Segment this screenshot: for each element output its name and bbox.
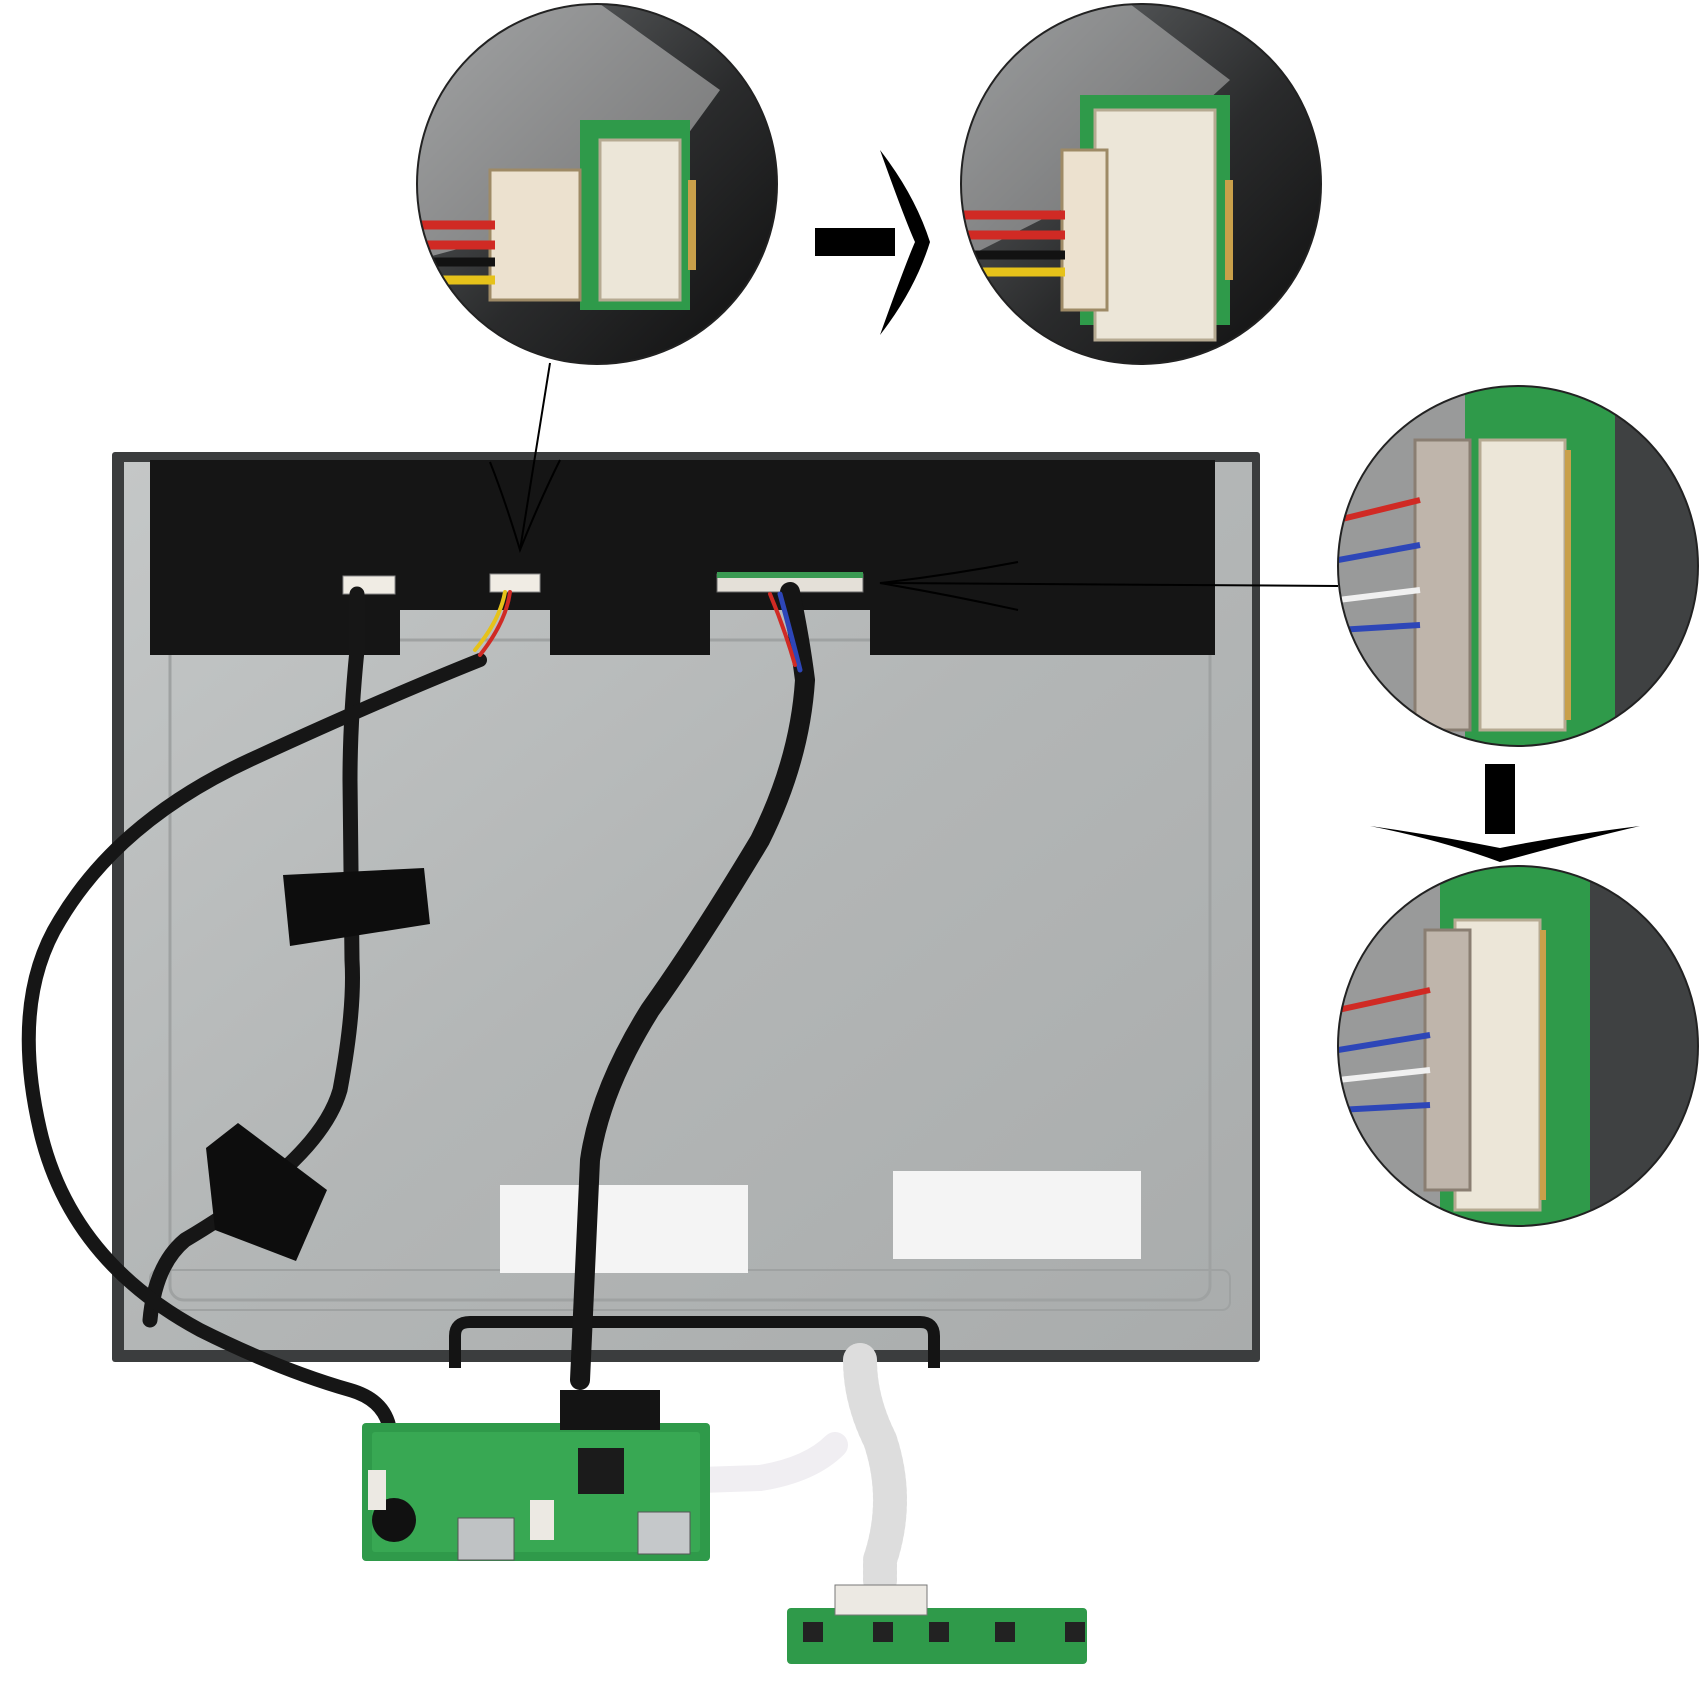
zoom-circle-lvds-before xyxy=(1337,385,1699,747)
zoom-circle-backlight-before xyxy=(416,3,778,365)
driver-board xyxy=(362,1390,710,1561)
arrow-icon xyxy=(489,362,1339,611)
cables xyxy=(21,582,907,1597)
keypad-board xyxy=(787,1584,1087,1664)
tape-pieces xyxy=(206,868,430,1261)
panel-label-left xyxy=(500,1185,748,1273)
zoom-circle-backlight-after xyxy=(960,3,1322,365)
zoom-circle-lvds-after xyxy=(1337,865,1699,1227)
backlight-connector xyxy=(489,573,541,593)
black-film xyxy=(150,460,1215,655)
arrow-right-icon xyxy=(815,150,930,335)
arrow-down-icon xyxy=(1370,764,1640,862)
panel-label-right xyxy=(893,1171,1141,1259)
